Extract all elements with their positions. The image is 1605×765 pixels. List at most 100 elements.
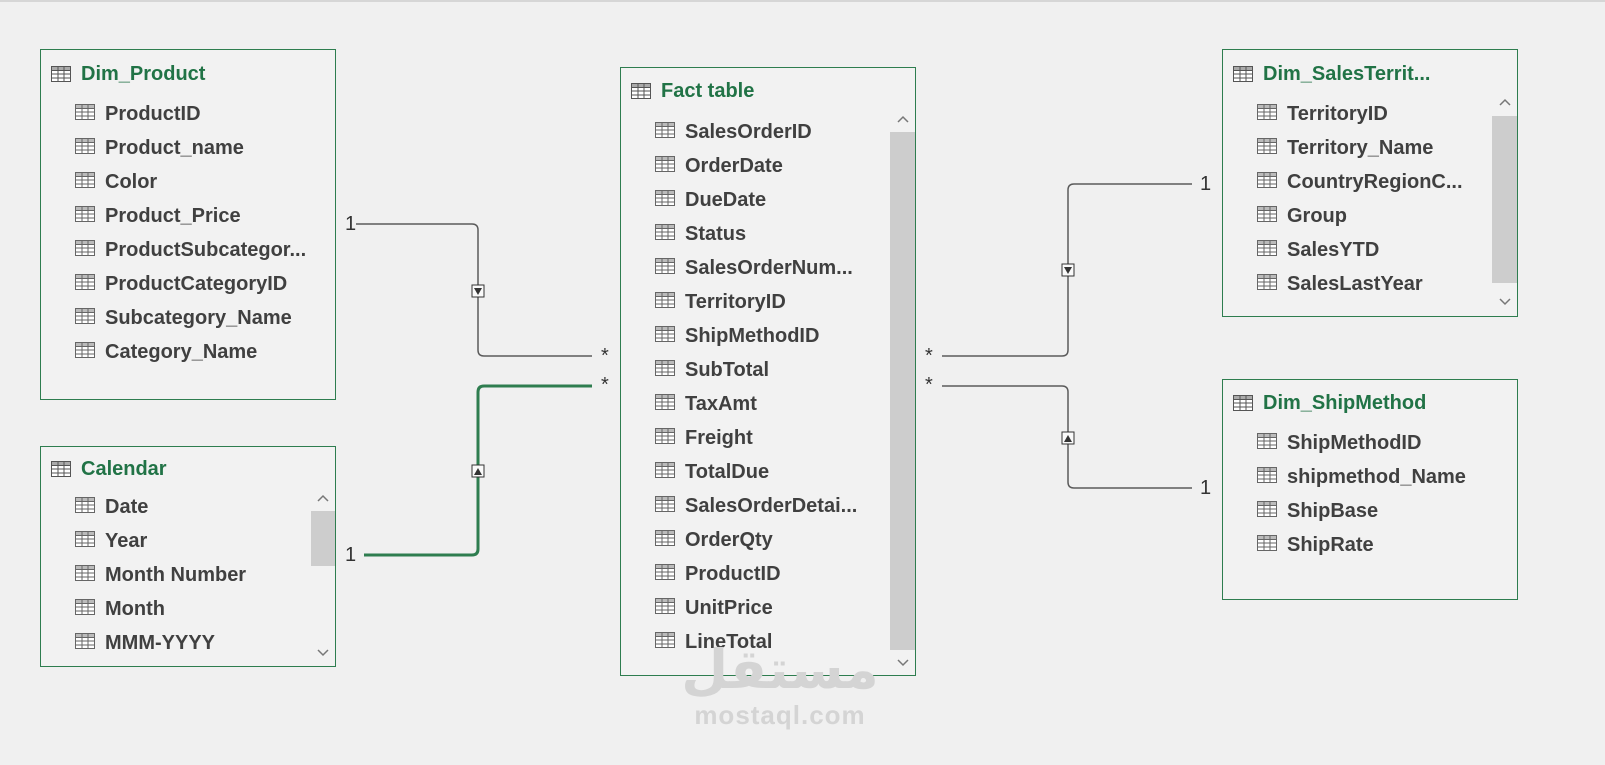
scroll-down-icon[interactable]	[890, 652, 915, 674]
field-row[interactable]: LineTotal	[655, 627, 772, 657]
table-title[interactable]: Calendar	[51, 457, 167, 481]
table-dim-salesterritory[interactable]: Dim_SalesTerrit... TerritoryID Territory_…	[1222, 49, 1518, 317]
table-name: Dim_ShipMethod	[1263, 391, 1427, 414]
field-row[interactable]: SalesOrderID	[655, 117, 812, 147]
field-row[interactable]: ProductID	[655, 559, 781, 589]
field-row[interactable]: Product_name	[75, 133, 244, 163]
table-title[interactable]: Dim_SalesTerrit...	[1233, 62, 1430, 86]
scrollbar[interactable]	[1492, 91, 1517, 315]
cardinality-many-calendar: *	[601, 374, 609, 396]
table-icon	[1233, 66, 1253, 82]
scroll-thumb[interactable]	[1492, 116, 1517, 283]
field-label: ProductID	[685, 562, 781, 585]
field-row[interactable]: ShipMethodID	[655, 321, 819, 351]
scroll-up-icon[interactable]	[1492, 91, 1517, 113]
field-row[interactable]: ShipRate	[1257, 530, 1374, 560]
field-row[interactable]: Month Number	[75, 560, 246, 590]
field-row[interactable]: DueDate	[655, 185, 766, 215]
field-row[interactable]: CountryRegionC...	[1257, 167, 1463, 197]
column-icon	[655, 495, 675, 518]
scroll-thumb[interactable]	[311, 511, 335, 566]
field-row[interactable]: TotalDue	[655, 457, 769, 487]
column-icon	[655, 529, 675, 552]
field-label: CountryRegionC...	[1287, 170, 1463, 193]
field-label: DueDate	[685, 188, 767, 211]
table-name: Dim_SalesTerrit...	[1263, 62, 1431, 85]
field-row[interactable]: SubTotal	[655, 355, 769, 385]
table-title[interactable]: Dim_Product	[51, 62, 205, 86]
field-row[interactable]: Status	[655, 219, 746, 249]
field-label: Freight	[685, 426, 753, 449]
scrollbar[interactable]	[890, 108, 915, 674]
table-dim-shipmethod[interactable]: Dim_ShipMethod ShipMethodID shipmethod_Na…	[1222, 379, 1518, 600]
scroll-up-icon[interactable]	[890, 108, 915, 130]
field-row[interactable]: Category_Name	[75, 337, 257, 367]
field-label: TotalDue	[685, 460, 770, 483]
table-title[interactable]: Dim_ShipMethod	[1233, 391, 1426, 415]
field-row[interactable]: Date	[75, 492, 148, 522]
field-row[interactable]: Color	[75, 167, 157, 197]
field-row[interactable]: SalesYTD	[1257, 235, 1379, 265]
scroll-down-icon[interactable]	[311, 642, 335, 664]
field-row[interactable]: Freight	[655, 423, 753, 453]
column-icon	[75, 598, 95, 621]
column-icon	[75, 239, 95, 262]
column-icon	[75, 341, 95, 364]
field-row[interactable]: SalesOrderDetai...	[655, 491, 857, 521]
field-row[interactable]: TerritoryID	[655, 287, 786, 317]
cardinality-many-territory: *	[925, 345, 933, 367]
column-icon	[655, 291, 675, 314]
field-row[interactable]: TaxAmt	[655, 389, 757, 419]
field-row[interactable]: shipmethod_Name	[1257, 462, 1466, 492]
column-icon	[655, 393, 675, 416]
field-label: TerritoryID	[1287, 102, 1388, 125]
column-icon	[655, 631, 675, 654]
filter-arrow-product	[471, 284, 485, 298]
field-row[interactable]: Month	[75, 594, 165, 624]
scroll-down-icon[interactable]	[1492, 291, 1517, 313]
field-row[interactable]: UnitPrice	[655, 593, 773, 623]
field-row[interactable]: MMM-YYYY	[75, 628, 215, 658]
table-title[interactable]: Fact table	[631, 79, 754, 103]
field-label: ProductID	[105, 102, 201, 125]
table-icon	[1233, 395, 1253, 411]
column-icon	[75, 171, 95, 194]
scroll-thumb[interactable]	[890, 132, 915, 650]
column-icon	[655, 121, 675, 144]
cardinality-one-territory: 1	[1200, 173, 1212, 195]
field-row[interactable]: ProductSubcategor...	[75, 235, 306, 265]
field-label: ShipRate	[1287, 533, 1374, 556]
field-row[interactable]: OrderDate	[655, 151, 783, 181]
field-row[interactable]: SalesOrderNum...	[655, 253, 853, 283]
column-icon	[655, 427, 675, 450]
table-name: Dim_Product	[81, 62, 206, 85]
field-label: Month	[105, 597, 165, 620]
field-row[interactable]: Subcategory_Name	[75, 303, 292, 333]
scroll-up-icon[interactable]	[311, 487, 335, 509]
column-icon	[655, 155, 675, 178]
column-icon	[655, 189, 675, 212]
field-row[interactable]: Year	[75, 526, 147, 556]
field-row[interactable]: Territory_Name	[1257, 133, 1433, 163]
field-row[interactable]: TerritoryID	[1257, 99, 1388, 129]
column-icon	[75, 496, 95, 519]
field-row[interactable]: OrderQty	[655, 525, 773, 555]
column-icon	[75, 530, 95, 553]
field-row[interactable]: Group	[1257, 201, 1347, 231]
cardinality-many-shipmethod: *	[925, 374, 933, 396]
field-row[interactable]: ProductCategoryID	[75, 269, 287, 299]
field-row[interactable]: SalesLastYear	[1257, 269, 1423, 299]
column-icon	[75, 307, 95, 330]
column-icon	[75, 205, 95, 228]
field-row[interactable]: ShipMethodID	[1257, 428, 1421, 458]
field-row[interactable]: ShipBase	[1257, 496, 1378, 526]
field-row[interactable]: ProductID	[75, 99, 201, 129]
field-row[interactable]: Product_Price	[75, 201, 241, 231]
field-label: OrderQty	[685, 528, 773, 551]
scrollbar[interactable]	[311, 487, 335, 666]
field-label: SalesLastYear	[1287, 272, 1423, 295]
column-icon	[1257, 205, 1277, 228]
